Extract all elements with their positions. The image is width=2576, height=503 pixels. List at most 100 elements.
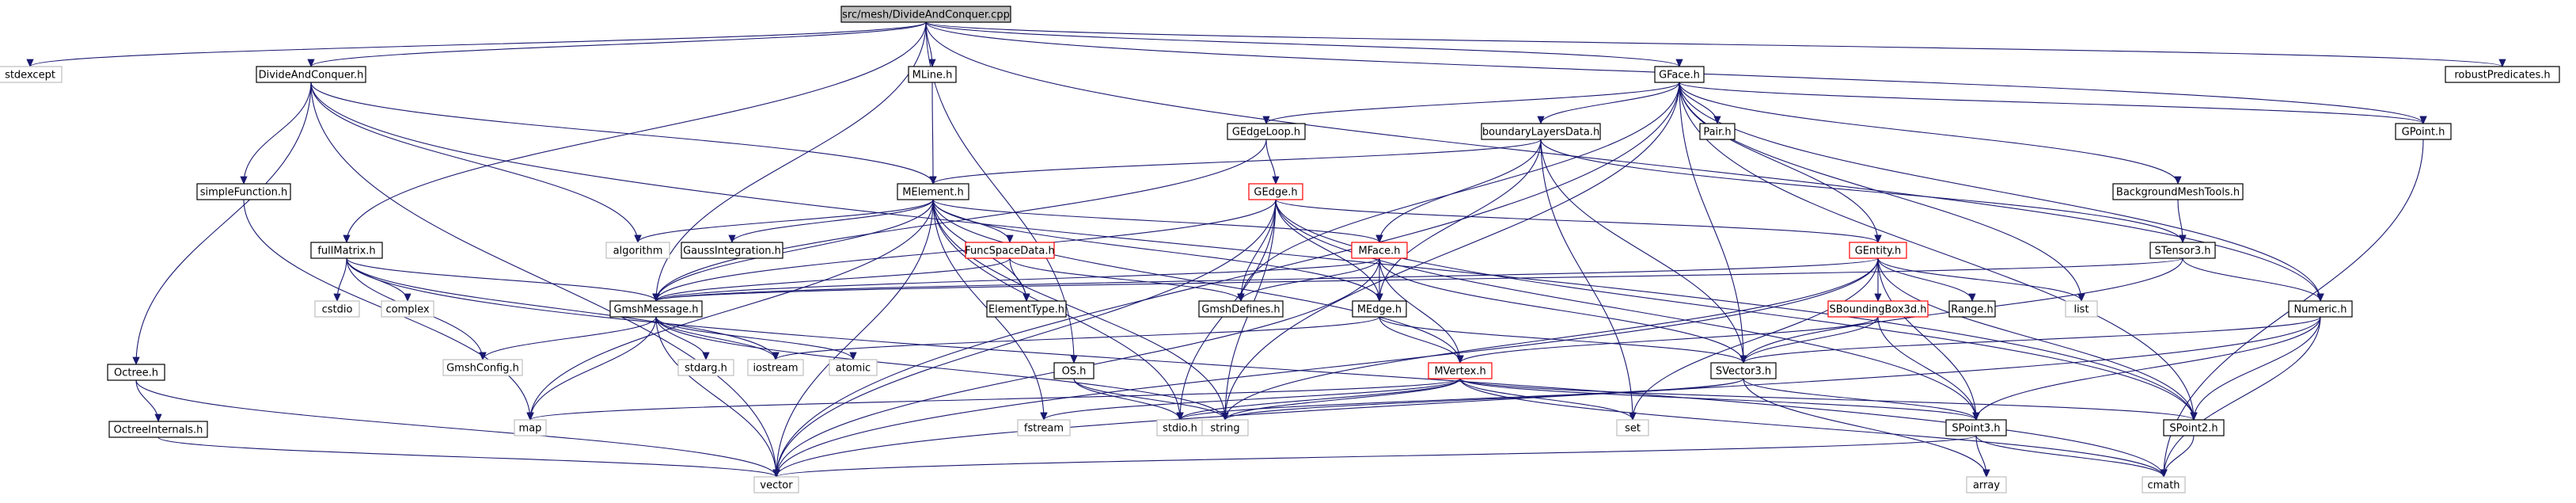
arrowhead xyxy=(404,293,412,302)
node-label: Range.h xyxy=(1951,304,1994,316)
node-robustpredicates-h[interactable]: robustPredicates.h xyxy=(2445,66,2560,83)
node-simplefunction-h[interactable]: simpleFunction.h xyxy=(196,183,291,200)
edge-line xyxy=(529,316,657,421)
node-label: Pair.h xyxy=(1703,127,1731,139)
node-numeric-h[interactable]: Numeric.h xyxy=(2288,300,2353,318)
node-box xyxy=(1351,242,1408,259)
node-gmshmessage-h[interactable]: GmshMessage.h xyxy=(609,300,703,318)
edge-medge-h-to-iostream xyxy=(772,316,1380,360)
edge-line xyxy=(1043,378,1461,421)
edge-numeric-h-to-svector3-h xyxy=(1739,316,2321,364)
edge-divideandconquer-h-to-octree-h xyxy=(132,82,312,365)
edge-line xyxy=(1224,378,1461,421)
node-gpoint-h[interactable]: GPoint.h xyxy=(2395,123,2452,140)
edge-line xyxy=(1379,316,1744,364)
node-label: MFace.h xyxy=(1359,246,1401,257)
node-spoint3-h[interactable]: SPoint3.h xyxy=(1945,419,2007,436)
arrowhead xyxy=(728,234,736,243)
node-mface-h[interactable]: MFace.h xyxy=(1351,242,1408,259)
node-complex: complex xyxy=(381,300,434,318)
node-label: map xyxy=(519,423,542,435)
node-stensor3-h[interactable]: STensor3.h xyxy=(2149,242,2216,259)
node-gmshdefines-h[interactable]: GmshDefines.h xyxy=(1198,300,1284,318)
edge-spoint3-h-to-vector xyxy=(772,435,1977,478)
node-medge-h[interactable]: MEdge.h xyxy=(1352,300,1407,318)
node-sboundingbox3d-h[interactable]: SBoundingBox3d.h xyxy=(1827,300,1929,318)
node-gedge-h[interactable]: GEdge.h xyxy=(1248,183,1303,200)
edge-funcspacedata-h-to-gmshdefines-h xyxy=(1009,257,1245,302)
node-gentity-h[interactable]: GEntity.h xyxy=(1849,242,1907,259)
node-fullmatrix-h[interactable]: fullMatrix.h xyxy=(310,242,383,259)
edge-line xyxy=(1877,257,2082,302)
edge-line xyxy=(1073,378,1226,421)
edge-line xyxy=(529,199,934,421)
node-label: fstream xyxy=(1024,423,1064,435)
edge-gentity-h-to-spoint3-h xyxy=(1877,257,1980,421)
node-list: list xyxy=(2065,300,2098,318)
edge-line xyxy=(1379,139,1542,302)
node-label: SPoint2.h xyxy=(2169,423,2217,435)
arrowhead xyxy=(1040,412,1048,421)
arrowhead xyxy=(2179,234,2187,243)
node-range-h[interactable]: Range.h xyxy=(1948,300,1996,318)
node-label: OctreeInternals.h xyxy=(114,425,203,436)
node-gedgeloop-h[interactable]: GEdgeLoop.h xyxy=(1227,123,1306,140)
node-box xyxy=(1198,300,1284,318)
edge-line xyxy=(655,21,927,302)
arrowhead xyxy=(1739,355,1747,364)
node-svector3-h[interactable]: SVector3.h xyxy=(1710,362,1777,379)
edge-line xyxy=(655,316,854,360)
node-box xyxy=(514,419,547,436)
node-octreeinternals-h[interactable]: OctreeInternals.h xyxy=(108,421,208,438)
arrowhead xyxy=(2190,412,2198,421)
node-pair-h[interactable]: Pair.h xyxy=(1699,123,1736,140)
edge-gentity-h-to-range-h xyxy=(1877,257,1976,302)
node-src-mesh-divideandconquer-cpp[interactable]: src/mesh/DivideAndConquer.cpp xyxy=(840,6,1011,23)
node-melement-h[interactable]: MElement.h xyxy=(897,183,969,200)
node-label: iostream xyxy=(753,363,798,375)
node-box xyxy=(1849,242,1907,259)
arrowhead xyxy=(2316,293,2324,302)
node-funcspacedata-h[interactable]: FuncSpaceData.h xyxy=(965,242,1055,259)
node-divideandconquer-h[interactable]: DivideAndConquer.h xyxy=(256,66,366,83)
node-algorithm: algorithm xyxy=(605,242,670,259)
node-fstream: fstream xyxy=(1017,419,1071,436)
node-box xyxy=(256,66,366,83)
node-backgroundmeshtools-h[interactable]: BackgroundMeshTools.h xyxy=(2112,183,2244,200)
node-os-h[interactable]: OS.h xyxy=(1053,362,1095,379)
node-label: MVertex.h xyxy=(1434,366,1485,378)
node-label: src/mesh/DivideAndConquer.cpp xyxy=(842,10,1010,21)
edge-gmshmessage-h-to-stdarg-h xyxy=(655,316,710,360)
node-gaussintegration-h[interactable]: GaussIntegration.h xyxy=(681,242,783,259)
arrowhead xyxy=(1968,293,1976,302)
node-boundarylayersdata-h[interactable]: boundaryLayersData.h xyxy=(1481,123,1601,140)
node-label: GEntity.h xyxy=(1855,246,1902,257)
edge-line xyxy=(1877,257,1973,302)
edge-line xyxy=(925,21,1680,67)
node-stdio-h: stdio.h xyxy=(1156,419,1204,436)
node-label: string xyxy=(1210,423,1239,435)
node-label: OS.h xyxy=(1062,366,1087,378)
node-label: GEdge.h xyxy=(1254,187,1297,199)
node-mvertex-h[interactable]: MVertex.h xyxy=(1428,362,1493,379)
arrowhead xyxy=(2174,176,2182,185)
edge-line xyxy=(731,199,934,243)
edge-line xyxy=(2163,316,2321,478)
node-elementtype-h[interactable]: ElementType.h xyxy=(986,300,1067,318)
edge-src-mesh-divideandconquer-cpp-to-stdexcept xyxy=(26,21,927,67)
node-label: FuncSpaceData.h xyxy=(965,246,1054,257)
edge-divideandconquer-h-to-melement-h xyxy=(310,82,937,185)
edge-mvertex-h-to-map xyxy=(526,378,1461,421)
node-label: SVector3.h xyxy=(1716,366,1771,378)
node-cmath: cmath xyxy=(2142,476,2186,493)
node-box xyxy=(681,242,783,259)
node-box xyxy=(829,359,878,376)
node-octree-h[interactable]: Octree.h xyxy=(107,364,165,381)
node-spoint2-h[interactable]: SPoint2.h xyxy=(2163,419,2225,436)
node-gface-h[interactable]: GFace.h xyxy=(1654,66,1705,83)
node-box xyxy=(1966,476,2007,493)
node-mline-h[interactable]: MLine.h xyxy=(908,66,957,83)
edge-line xyxy=(655,316,776,360)
node-box xyxy=(2445,66,2560,83)
node-box xyxy=(1428,362,1493,379)
